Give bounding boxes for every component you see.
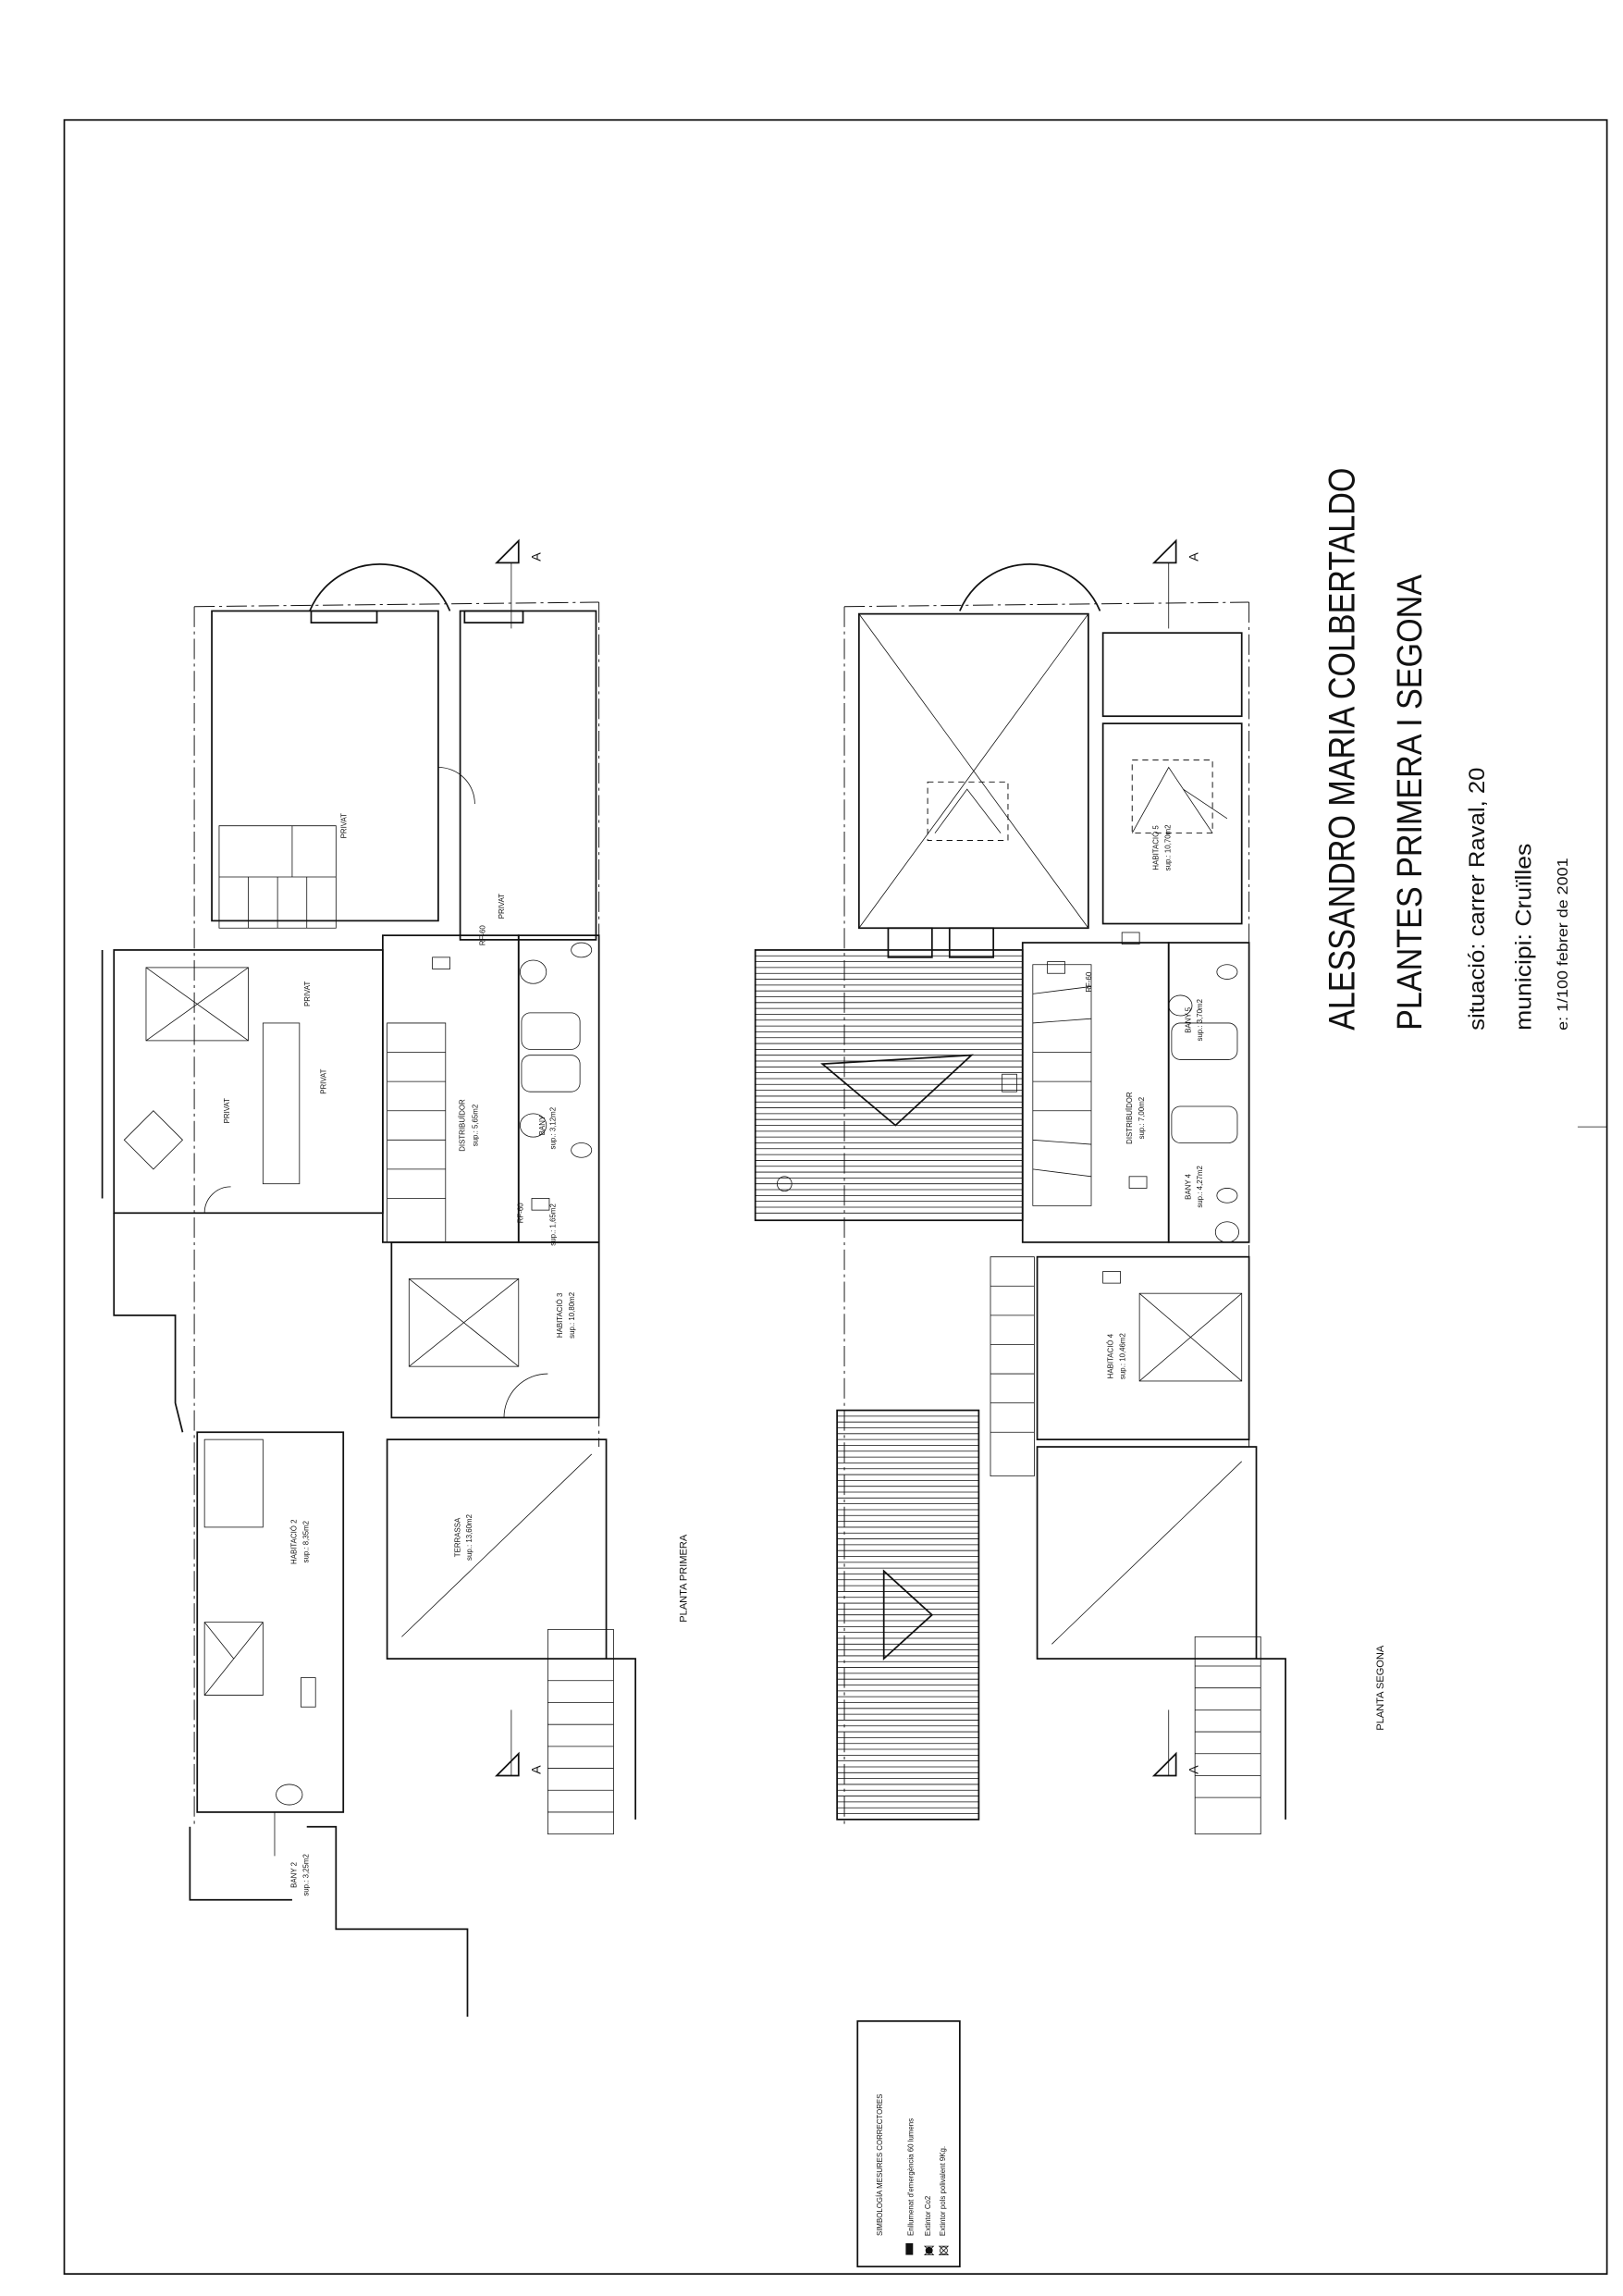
- room-label: PRIVAT: [303, 981, 312, 1006]
- bay-window: [309, 563, 451, 611]
- svg-text:A: A: [1187, 552, 1201, 562]
- door-swing: [437, 767, 475, 804]
- room-label: PRIVAT: [498, 894, 506, 919]
- svg-text:A: A: [1187, 1765, 1201, 1774]
- legend-item-label: Extintor pols polivalent 9Kg.: [939, 2146, 947, 2236]
- emergency-light-icon: [905, 2242, 914, 2255]
- section-marker-top: A: [1151, 538, 1201, 629]
- bathtub: [521, 1012, 581, 1050]
- section-marker-top: A: [494, 538, 544, 629]
- section-marker-bottom: A: [494, 1710, 544, 1777]
- bay-window: [959, 563, 1101, 611]
- room-label: BANY 5: [1184, 1006, 1192, 1032]
- room-area: sup.: 13,60m2: [465, 1514, 473, 1561]
- room-area: sup.: 7,00m2: [1137, 1097, 1146, 1140]
- author-name: ALESSANDRO MARIA COLBERTALDO: [1322, 468, 1362, 1031]
- sheet-frame: [63, 118, 1608, 2275]
- hatched-roof-1: [755, 955, 1023, 1214]
- plan-title-primera: PLANTA PRIMERA: [678, 1534, 689, 1623]
- terrace: [386, 1438, 608, 1660]
- sink: [519, 1113, 547, 1138]
- emergency-light-icon: [1128, 1176, 1148, 1189]
- room-label: HABITACIÓ 3: [556, 1292, 564, 1338]
- svg-text:A: A: [529, 1765, 544, 1774]
- svg-text:A: A: [529, 552, 544, 562]
- stair-central: [1032, 964, 1092, 1206]
- stair-left: [990, 1256, 1035, 1477]
- emergency-light-icon: [1047, 961, 1065, 974]
- stair-top: [218, 825, 337, 929]
- room-label: BANY 4: [1184, 1173, 1192, 1199]
- spiral-stair: [203, 1622, 264, 1696]
- room-label: BANY: [538, 1115, 547, 1135]
- plan-planta-segona: A A HABITACIÓ 5 sup.: 10,70m2 RF-60 DIST…: [754, 538, 1386, 1835]
- hatched-roof-2: [837, 1415, 979, 1814]
- toilet: [571, 1142, 593, 1158]
- room-area: sup.: 10,70m2: [1163, 824, 1172, 870]
- bed: [1138, 1292, 1243, 1382]
- toilet: [571, 942, 593, 958]
- room-label: RF-60: [1085, 971, 1093, 992]
- legend-title: SIMBOLOGÍA MESURES CORRECTORES: [876, 2094, 884, 2236]
- room-label: HABITACIÓ 5: [1152, 825, 1161, 870]
- room-area: sup.: 8,35m2: [301, 1521, 310, 1563]
- bathtub: [1171, 1105, 1238, 1143]
- plan-title-segona: PLANTA SEGONA: [1375, 1645, 1386, 1731]
- room-area: sup.: 10,80m2: [568, 1292, 576, 1339]
- toilet: [1216, 1188, 1238, 1204]
- section-marker-bottom: A: [1151, 1710, 1201, 1777]
- scale-date-text: e: 1/100 febrer de 2001: [1555, 858, 1571, 1030]
- room-label: DISTRIBUÏDOR: [1125, 1092, 1134, 1144]
- bathtub: [521, 1055, 581, 1092]
- room-label: HABITACIÓ 4: [1107, 1333, 1115, 1378]
- bed: [145, 967, 249, 1042]
- stair-bottom: [1194, 1636, 1261, 1835]
- room-label: RF-60: [478, 925, 486, 945]
- room-label: BANY 2: [290, 1862, 299, 1888]
- municipality-text: municipi: Cruïlles: [1512, 844, 1536, 1031]
- room-label: DISTRIBUÏDOR: [458, 1099, 466, 1152]
- room-area: sup.: 3,12m2: [548, 1107, 557, 1150]
- emergency-light-icon: [531, 1198, 550, 1211]
- sink: [276, 1784, 303, 1806]
- emergency-light-icon: [432, 957, 450, 969]
- toilet: [1216, 964, 1238, 980]
- co2-extinguisher-icon: [923, 2245, 935, 2255]
- room-area: sup.: 5,65m2: [472, 1105, 480, 1147]
- room-label: PRIVAT: [319, 1068, 327, 1093]
- stair-bottom: [547, 1629, 614, 1835]
- emergency-light-icon: [1121, 932, 1140, 945]
- drawing-title: PLANTES PRIMERA I SEGONA: [1391, 574, 1430, 1030]
- plan-planta-primera: A A PRIVAT PRIVAT RF-60 PRIVAT PRIVAT PR…: [101, 538, 689, 2018]
- room-label: HABITACIÓ 2: [290, 1519, 299, 1563]
- sink: [519, 959, 547, 984]
- sink: [1214, 1221, 1239, 1243]
- title-block: ALESSANDRO MARIA COLBERTALDO PLANTES PRI…: [1322, 468, 1571, 1031]
- bed: [408, 1278, 520, 1367]
- room-label: PRIVAT: [223, 1098, 231, 1123]
- legend-box: SIMBOLOGÍA MESURES CORRECTORES Enllumena…: [856, 2019, 961, 2268]
- room-area: sup.: 3,70m2: [1196, 999, 1204, 1042]
- room-label: RF-60: [517, 1203, 525, 1223]
- emergency-light-icon: [1102, 1271, 1121, 1284]
- location-text: situació: carrer Raval, 20: [1466, 767, 1490, 1030]
- bathtub: [1171, 1022, 1238, 1060]
- legend-item-label: Enllumenat d'emergència 60 lumens: [906, 2118, 915, 2236]
- shower: [123, 1110, 184, 1170]
- room-area: sup.: 1,65m2: [548, 1204, 557, 1246]
- legend-item-label: Extintor Co2: [924, 2196, 932, 2236]
- emergency-light-icon: [301, 1677, 316, 1708]
- room-area: sup.: 4,27m2: [1196, 1166, 1204, 1208]
- room-label: PRIVAT: [339, 813, 348, 838]
- sink: [1168, 994, 1193, 1017]
- powder-extinguisher-icon: [938, 2245, 950, 2255]
- stair-central: [387, 1022, 447, 1243]
- room-area: sup.: 3,25m2: [301, 1854, 310, 1896]
- room-area: sup.: 10,46m2: [1118, 1333, 1126, 1379]
- room-label: TERRASSA: [454, 1517, 462, 1557]
